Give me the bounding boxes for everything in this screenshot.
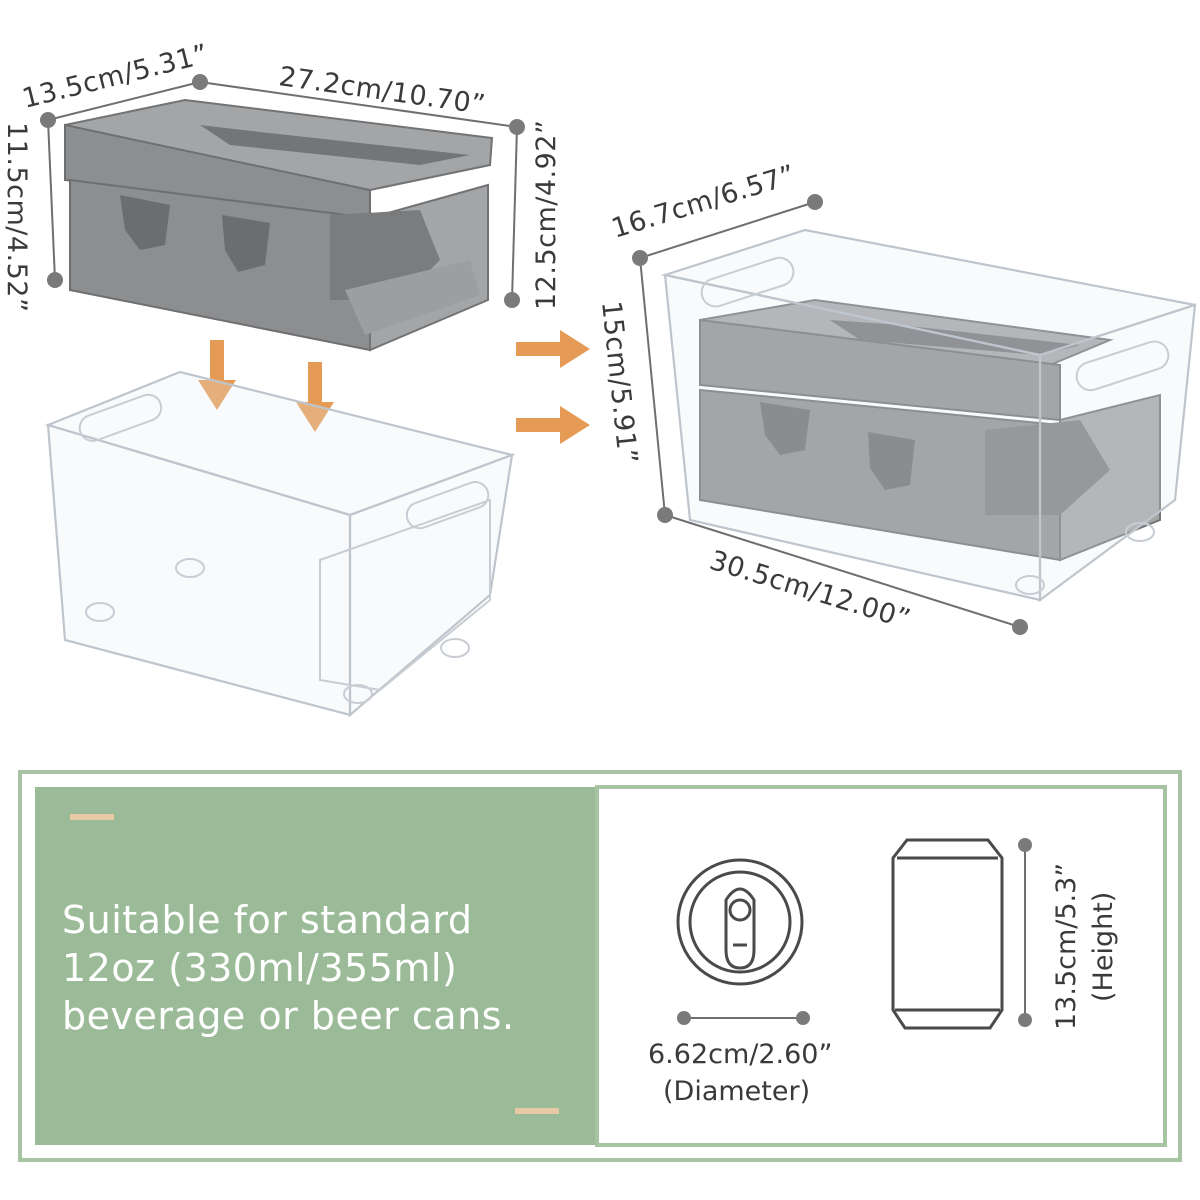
bin-height-label: 15cm/5.91” bbox=[595, 299, 643, 465]
can-rack bbox=[64, 98, 494, 352]
can-height-value: 13.5cm/5.3” bbox=[1051, 863, 1082, 1030]
bin-depth-label: 16.7cm/6.57” bbox=[608, 159, 799, 244]
rack-back-height-label: 12.5cm/4.92” bbox=[531, 120, 562, 310]
arrow-icon-down-right bbox=[296, 362, 334, 432]
accent-bar-top bbox=[70, 814, 114, 820]
panel-text-line-1: Suitable for standard bbox=[62, 898, 472, 942]
panel-text-line-3: beverage or beer cans. bbox=[62, 994, 515, 1038]
arrow-icon-down-left bbox=[198, 340, 236, 410]
panel-text-line-2: 12oz (330ml/355ml) bbox=[62, 946, 457, 990]
can-height-caption: (Height) bbox=[1088, 892, 1119, 1002]
can-side-icon bbox=[891, 838, 1004, 1030]
can-diameter-caption: (Diameter) bbox=[663, 1076, 810, 1107]
can-diameter-value: 6.62cm/2.60” bbox=[648, 1039, 832, 1070]
can-diameter-dimension bbox=[677, 1011, 810, 1025]
can-height-dimension bbox=[1018, 838, 1032, 1027]
arrow-icon-right-lower bbox=[516, 406, 590, 444]
assembled-bin bbox=[660, 228, 1197, 603]
info-panel: Suitable for standard 12oz (330ml/355ml)… bbox=[18, 770, 1182, 1162]
accent-bar-bottom bbox=[515, 1108, 559, 1114]
clear-bin bbox=[44, 370, 516, 718]
arrow-icon-right-upper bbox=[516, 330, 590, 368]
rack-front-height-label: 11.5cm/4.52” bbox=[1, 122, 32, 312]
rack-length-label: 27.2cm/10.70” bbox=[277, 61, 487, 121]
can-top-icon bbox=[676, 858, 804, 986]
